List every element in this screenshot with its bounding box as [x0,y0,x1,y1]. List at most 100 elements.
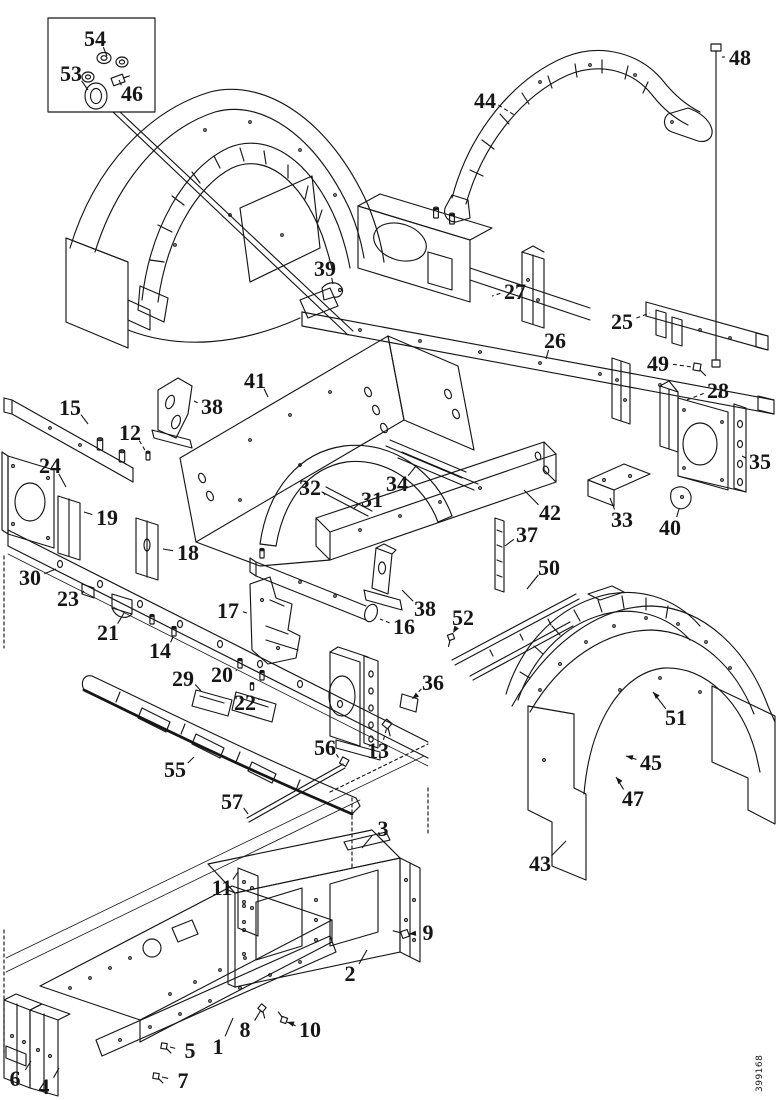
callout-8: 8 [240,1010,262,1042]
svg-text:39: 39 [314,256,336,281]
svg-text:5: 5 [185,1038,196,1063]
callout-24: 24 [39,453,66,487]
callout-5: 5 [170,1038,196,1063]
svg-text:38: 38 [201,394,223,419]
svg-text:44: 44 [474,88,496,113]
svg-text:28: 28 [707,378,729,403]
channel-22 [232,682,276,722]
art-number: 399168 [755,1055,765,1092]
svg-text:33: 33 [611,507,633,532]
drawbar-support-2 [208,830,420,987]
svg-text:27: 27 [504,279,526,304]
svg-text:17: 17 [217,598,239,623]
bolt-10 [275,1011,290,1025]
callout-10: 10 [287,1017,321,1042]
callout-13: 13 [367,727,389,763]
stud-illustration [111,72,131,86]
bolt-56 [339,757,348,766]
svg-text:2: 2 [345,961,356,986]
callout-39: 39 [314,256,336,284]
callout-32: 32 [299,475,325,500]
callout-35: 35 [740,449,771,474]
svg-text:6: 6 [10,1066,21,1091]
callout-47: 47 [616,777,644,811]
callout-50: 50 [527,555,560,589]
svg-text:13: 13 [367,738,389,763]
strip-37 [495,518,504,592]
end-channel-4 [4,994,70,1096]
post-28-and-plate-35 [660,381,746,492]
callout-6: 6 [10,1061,32,1091]
svg-text:15: 15 [59,395,81,420]
callout-57: 57 [221,789,248,814]
bolt-52 [444,632,457,647]
callout-44: 44 [474,88,516,116]
svg-text:8: 8 [240,1017,251,1042]
callout-21: 21 [97,613,124,645]
clip-36 [400,694,418,712]
svg-text:56: 56 [314,735,336,760]
svg-text:23: 23 [57,586,79,611]
callout-30: 30 [19,565,56,590]
svg-text:31: 31 [361,487,383,512]
svg-text:25: 25 [611,309,633,334]
callout-12: 12 [119,420,146,452]
svg-text:47: 47 [622,786,644,811]
svg-text:52: 52 [452,605,474,630]
svg-text:49: 49 [647,351,669,376]
bolt-48 [711,44,721,367]
svg-text:9: 9 [423,920,434,945]
svg-text:7: 7 [178,1068,189,1093]
inset-detail-box [48,18,155,112]
callout-7: 7 [162,1068,189,1093]
svg-text:42: 42 [539,500,561,525]
callout-49: 49 [647,351,692,376]
svg-text:45: 45 [640,750,662,775]
svg-text:20: 20 [211,662,233,687]
side-sill-1 [96,936,336,1056]
callout-22: 22 [234,690,260,715]
callout-41: 41 [244,368,268,397]
callout-29: 29 [172,666,201,691]
svg-text:10: 10 [299,1017,321,1042]
grommet-illustration [85,83,107,109]
callout-51: 51 [653,692,687,730]
clip-40 [671,487,691,509]
mount-plate-13 [329,647,380,760]
callout-55: 55 [164,757,194,782]
callout-26: 26 [544,328,566,359]
callout-28: 28 [684,378,729,403]
callout-14: 14 [149,637,173,663]
callout-18: 18 [163,540,199,565]
callout-2: 2 [345,950,368,986]
callout-54: 54 [84,26,107,56]
callout-53: 53 [60,61,88,90]
callout-43: 43 [529,841,566,876]
callout-31: 31 [353,487,383,512]
callout-48: 48 [722,45,751,70]
svg-text:19: 19 [96,505,118,530]
support-bar-15 [4,398,133,482]
callout-17: 17 [217,598,247,623]
center-frame-assembly [180,336,556,566]
fender-support-arch-44 [445,51,713,222]
plate-11 [238,868,258,936]
svg-text:21: 21 [97,620,119,645]
callout-45: 45 [626,750,662,775]
callout-25: 25 [611,309,650,334]
svg-text:12: 12 [119,420,141,445]
clip-39 [322,283,343,300]
callout-4: 4 [39,1068,60,1099]
channel-18 [136,518,158,580]
strip-50 [452,594,579,680]
callout-38: 38 [192,394,223,419]
callout-38: 38 [402,590,436,621]
callout-52: 52 [452,605,474,633]
svg-text:51: 51 [665,705,687,730]
callout-40: 40 [659,509,681,540]
svg-text:36: 36 [422,670,444,695]
callout-20: 20 [211,662,236,687]
svg-text:26: 26 [544,328,566,353]
